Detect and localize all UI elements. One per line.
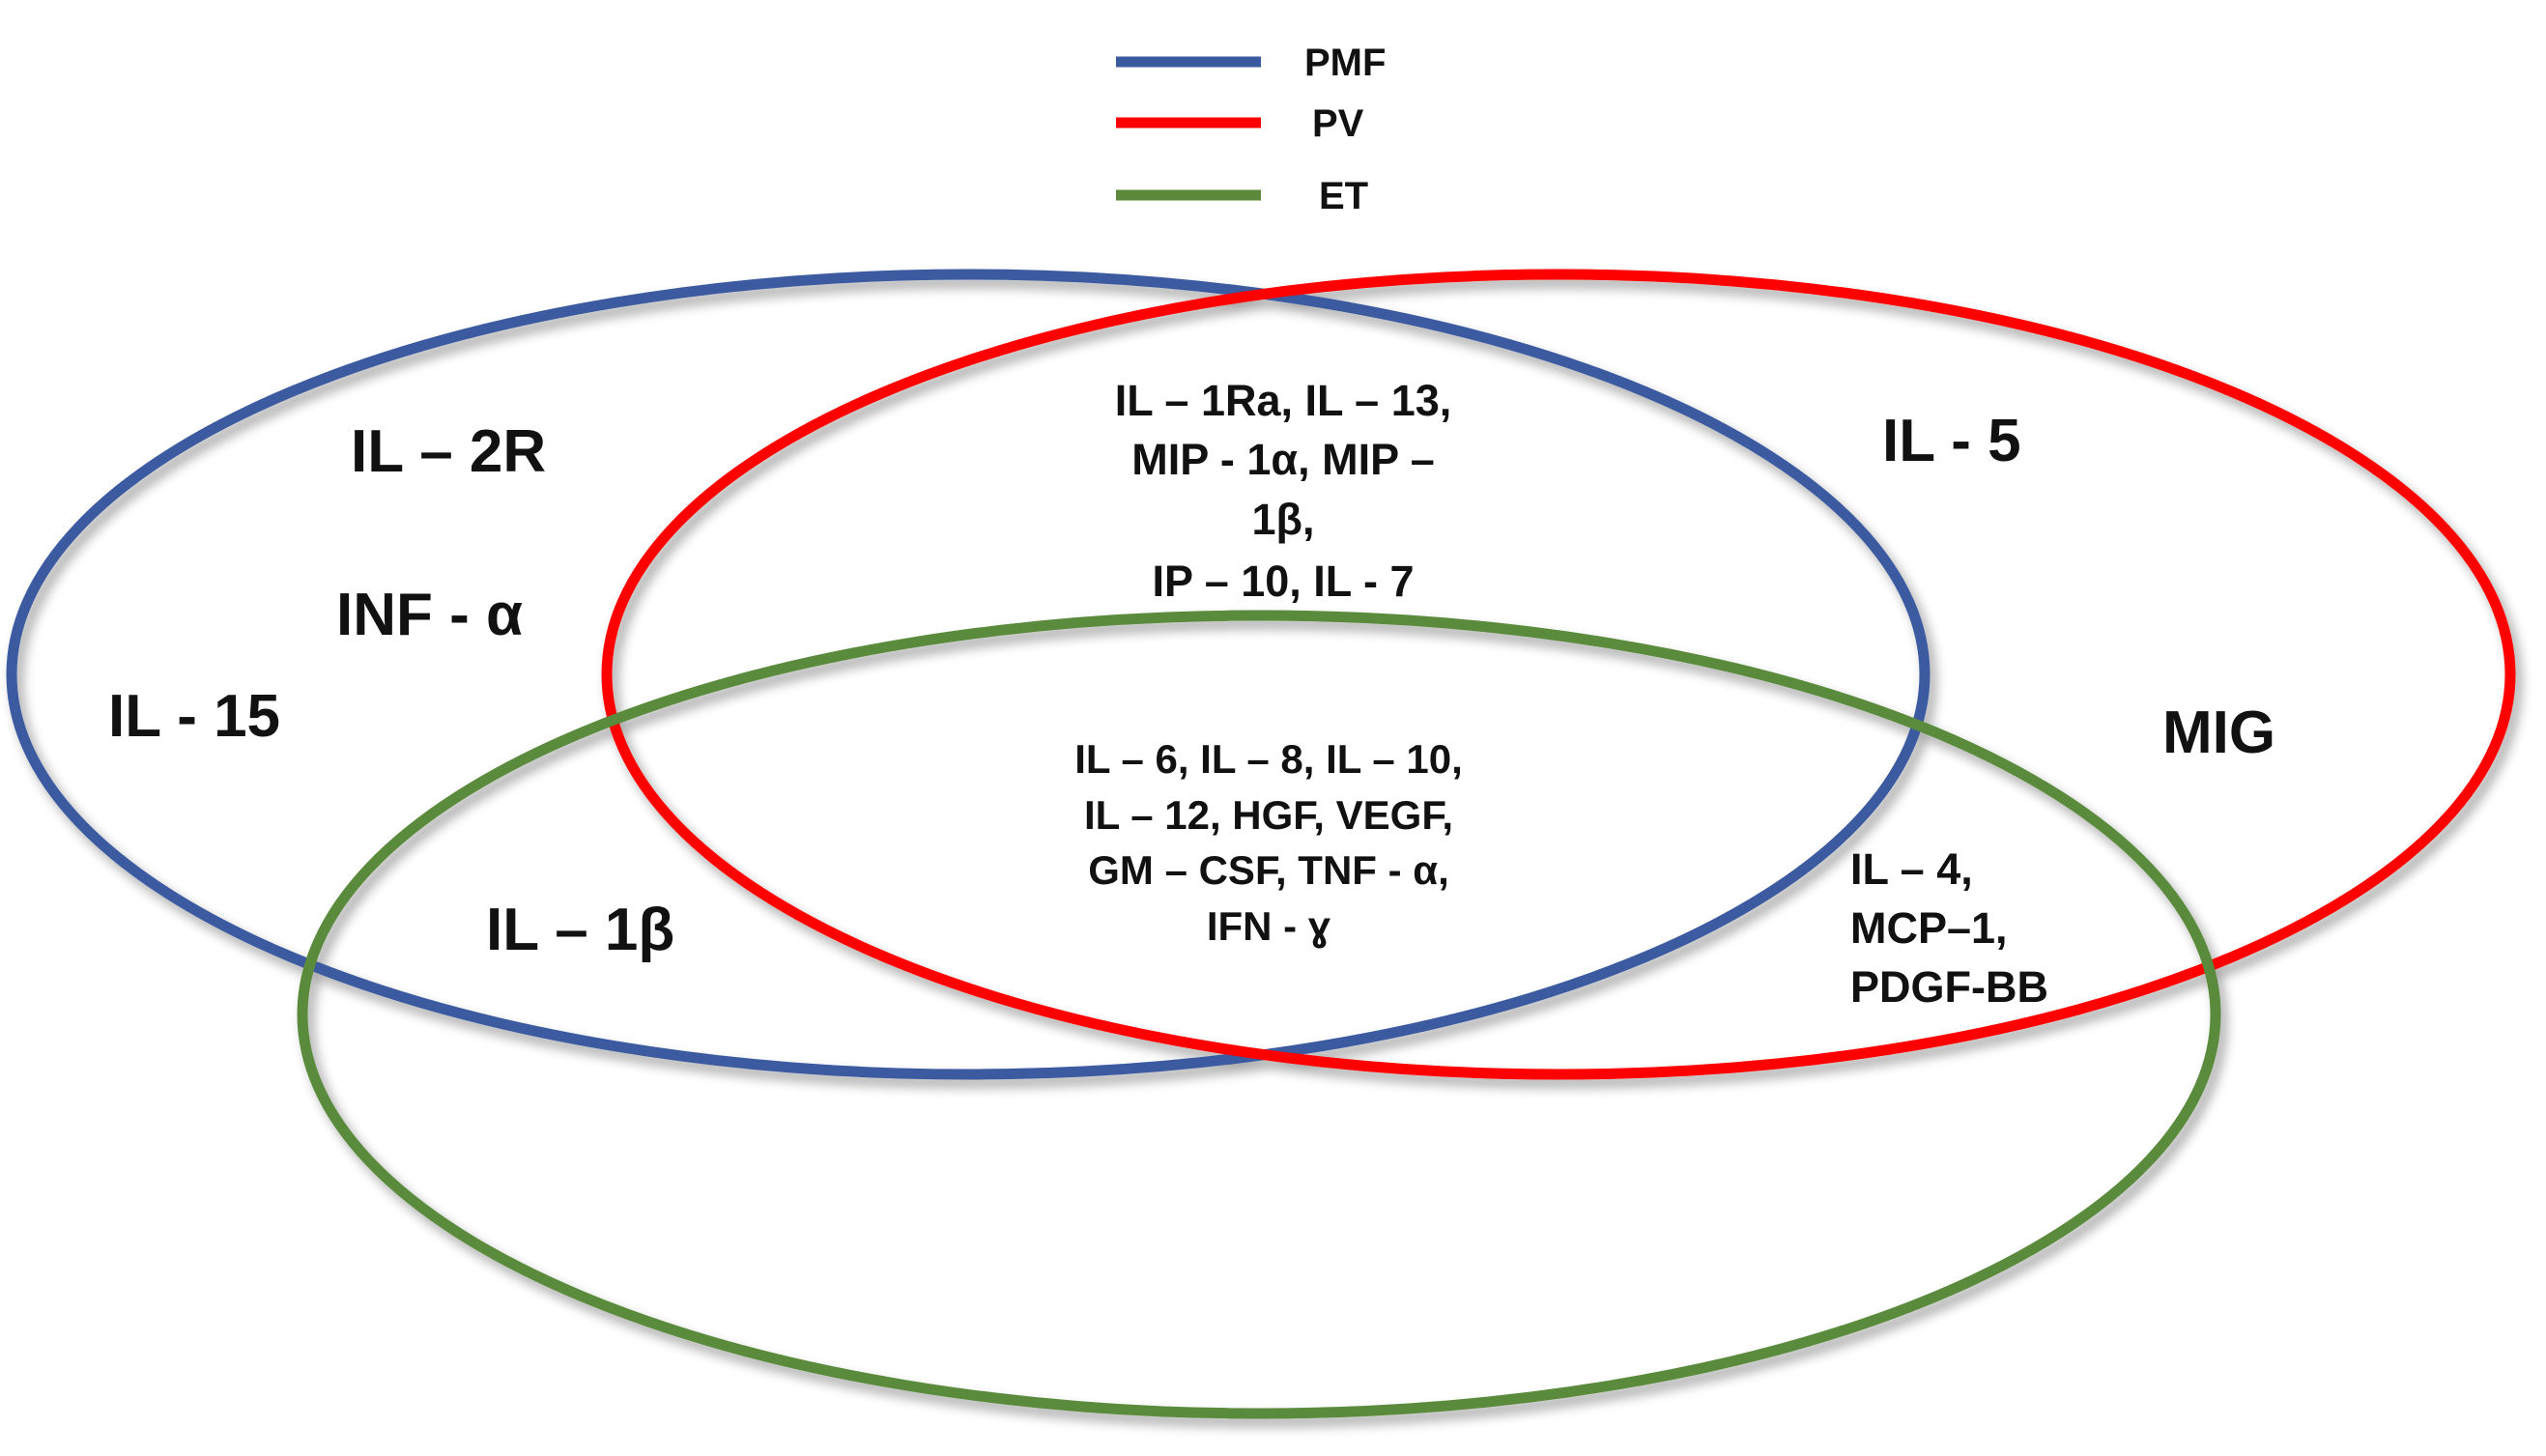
pmf-pv-line-2: MIP - 1α, MIP – [1131, 435, 1435, 484]
et-ellipse [297, 610, 2221, 1419]
label-inf-alpha: INF - α [336, 582, 523, 648]
legend-item-pv: PV [1116, 102, 1364, 145]
pv-et-line-2: MCP–1, [1850, 903, 2008, 953]
label-il-1b: IL – 1β [486, 897, 674, 963]
label-il-2r: IL – 2R [351, 418, 546, 485]
legend: PMF PV ET [1116, 42, 1386, 217]
legend-item-pmf: PMF [1116, 42, 1386, 84]
pmf-pv-line-3: 1β, [1252, 495, 1315, 544]
pmf-pv-cytokines: IL – 1Ra, IL – 13, MIP - 1α, MIP – 1β, I… [1115, 376, 1452, 606]
pv-et-cytokines: IL – 4, MCP–1, PDGF-BB [1850, 844, 2048, 1012]
all-three-line-3: GM – CSF, TNF - α, [1088, 847, 1449, 893]
legend-label-et: ET [1319, 175, 1368, 217]
legend-label-pmf: PMF [1304, 42, 1386, 84]
all-three-line-1: IL – 6, IL – 8, IL – 10, [1074, 736, 1463, 782]
pv-et-line-1: IL – 4, [1850, 844, 1973, 894]
legend-label-pv: PV [1312, 102, 1364, 145]
pv-ellipse [601, 269, 2516, 1080]
label-il-15: IL - 15 [108, 683, 280, 750]
all-three-line-4: IFN - ɣ [1207, 903, 1331, 949]
all-three-line-2: IL – 12, HGF, VEGF, [1084, 792, 1453, 838]
pmf-pv-line-4: IP – 10, IL - 7 [1153, 557, 1415, 606]
pmf-pv-line-1: IL – 1Ra, IL – 13, [1115, 376, 1452, 425]
legend-item-et: ET [1116, 175, 1368, 217]
label-mig: MIG [2162, 699, 2275, 766]
all-three-cytokines: IL – 6, IL – 8, IL – 10, IL – 12, HGF, V… [1074, 736, 1463, 949]
label-il-5: IL - 5 [1882, 408, 2021, 474]
pv-et-line-3: PDGF-BB [1850, 962, 2048, 1012]
pmf-ellipse [6, 269, 1931, 1080]
